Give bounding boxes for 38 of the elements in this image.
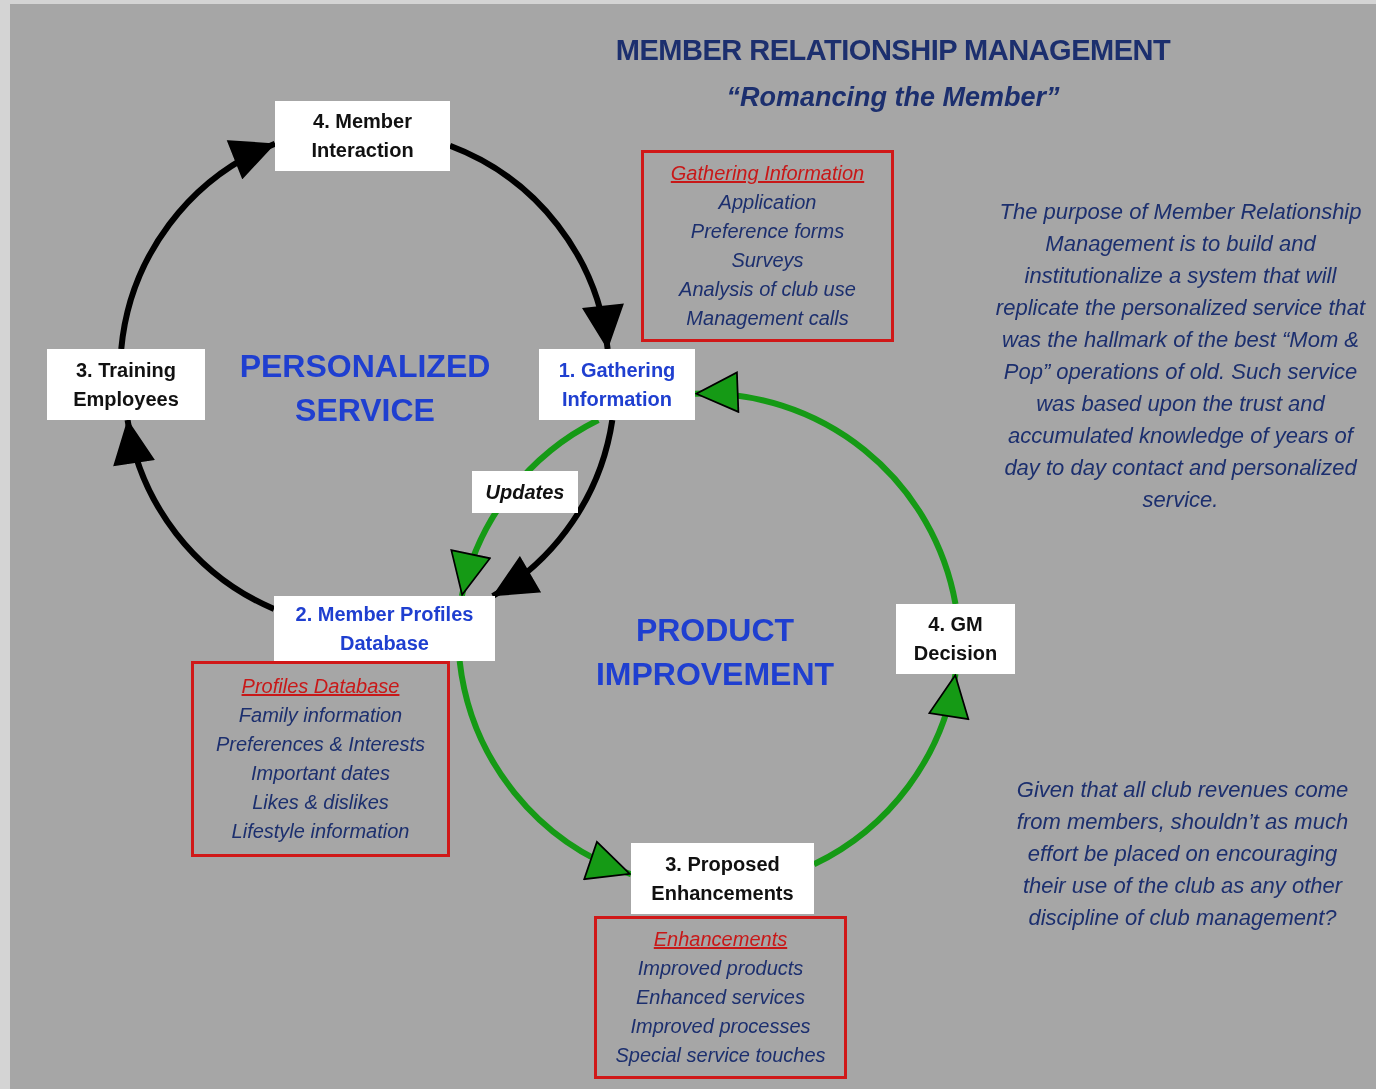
subtitle: “Romancing the Member” — [725, 82, 1061, 113]
list-item: Likes & dislikes — [252, 790, 389, 815]
arrow — [118, 141, 277, 350]
list-item: Analysis of club use — [679, 277, 856, 302]
list-item: Improved products — [637, 956, 804, 981]
arrow — [491, 419, 616, 599]
list-box — [641, 150, 894, 342]
cycle-label: PRODUCT IMPROVEMENT — [594, 611, 836, 694]
list-item: Application — [718, 190, 817, 215]
arrow — [456, 660, 633, 878]
list-heading: Gathering Information — [670, 161, 865, 186]
title: MEMBER RELATIONSHIP MANAGEMENT — [614, 34, 1172, 67]
list-item: Family information — [238, 703, 403, 728]
step-box: 1. Gathering Information — [539, 349, 695, 420]
list-item: Lifestyle information — [231, 819, 410, 844]
list-item: Enhanced services — [636, 985, 805, 1010]
arrow — [116, 419, 276, 612]
list-item: Important dates — [251, 761, 390, 786]
list-heading: Profiles Database — [241, 674, 400, 699]
note-text: Given that all club revenues come from members, shouldn’t as much effort be placed on encouraging their use of the club as any other discipline of club management? — [1015, 776, 1350, 932]
note-text: The purpose of Member Relationship Management is to build and institutionalize a system that will replicate the personalized service that was the hallmark of the best “Mom & Pop” operations of old. Such service was based upon the trust and accumulated knowledge of years of day to day contact and personalized service. — [994, 198, 1367, 514]
list-item: Preference forms — [690, 219, 845, 244]
list-box — [191, 661, 450, 857]
list-heading: Enhancements — [653, 927, 788, 952]
edge-label: Updates — [472, 471, 578, 513]
step-box: 3. Training Employees — [47, 349, 205, 420]
list-item: Surveys — [731, 248, 804, 273]
list-item: Special service touches — [615, 1043, 826, 1068]
list-item: Management calls — [686, 306, 849, 331]
step-box: 2. Member Profiles Database — [274, 596, 495, 661]
list-item: Improved processes — [630, 1014, 811, 1039]
cycle-label: PERSONALIZED SERVICE — [238, 347, 492, 430]
list-item: Preferences & Interests — [216, 732, 425, 757]
step-box: 3. Proposed Enhancements — [631, 843, 814, 914]
step-box: 4. GM Decision — [896, 604, 1015, 674]
step-box: 4. Member Interaction — [275, 101, 450, 171]
list-box — [594, 916, 847, 1079]
arrow — [694, 374, 959, 605]
